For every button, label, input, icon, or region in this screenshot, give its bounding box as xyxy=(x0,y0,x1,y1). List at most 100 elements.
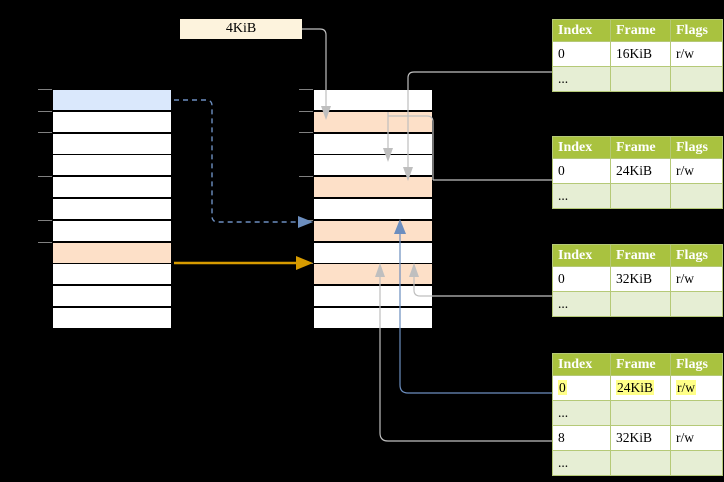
cell-flags: r/w xyxy=(670,375,723,401)
cell-flags: r/w xyxy=(670,41,723,67)
col-header-index: Index xyxy=(552,136,611,159)
left-cell-7[interactable] xyxy=(52,241,172,264)
left-cell-0[interactable] xyxy=(52,89,172,111)
cell-frame: 32KiB xyxy=(610,266,671,292)
left-cell-9[interactable] xyxy=(52,285,172,308)
left-cell-4[interactable] xyxy=(52,176,172,199)
mid-cell-5[interactable] xyxy=(313,198,433,220)
mid-cell-10[interactable] xyxy=(313,307,433,329)
cell-flags xyxy=(670,400,723,426)
table-row[interactable]: 0 16KiB r/w xyxy=(552,41,723,67)
wire-table3-to-frame xyxy=(413,277,552,297)
col-header-index: Index xyxy=(552,353,611,376)
cell-index: ... xyxy=(552,400,611,426)
table-row[interactable]: 0 32KiB r/w xyxy=(552,266,723,292)
left-tick-1 xyxy=(38,111,52,112)
table-row[interactable]: ... xyxy=(552,400,723,426)
cell-index: 8 xyxy=(552,425,611,451)
left-tick-2 xyxy=(38,132,52,133)
left-tick-3 xyxy=(38,176,52,177)
table-row[interactable]: ... xyxy=(552,183,723,209)
table-header-row: Index Frame Flags xyxy=(552,19,723,42)
mid-cell-4[interactable] xyxy=(313,176,433,199)
mid-tick-0 xyxy=(299,89,313,90)
col-header-flags: Flags xyxy=(670,19,723,42)
table-header-row: Index Frame Flags xyxy=(552,136,723,159)
mid-cell-7[interactable] xyxy=(313,241,433,264)
cell-flags xyxy=(670,183,723,209)
mid-tick-5 xyxy=(299,263,313,264)
cell-flags-highlight: r/w xyxy=(676,380,696,395)
cell-flags xyxy=(670,450,723,476)
virtual-address-space-column xyxy=(52,89,172,329)
page-table-level-2[interactable]: Index Frame Flags 0 24KiB r/w ... xyxy=(552,136,723,209)
cell-index: 0 xyxy=(552,375,611,401)
wire-virtual-to-physical-arrowhead xyxy=(298,216,313,228)
col-header-flags: Flags xyxy=(670,136,723,159)
left-cell-1[interactable] xyxy=(52,110,172,133)
cell-frame: 24KiB xyxy=(610,158,671,184)
col-header-frame: Frame xyxy=(610,353,671,376)
left-cell-10[interactable] xyxy=(52,307,172,329)
cell-index: ... xyxy=(552,66,611,92)
page-table-level-3[interactable]: Index Frame Flags 0 32KiB r/w ... xyxy=(552,244,723,317)
cell-index: 0 xyxy=(552,158,611,184)
cell-frame xyxy=(610,400,671,426)
left-cell-8[interactable] xyxy=(52,263,172,286)
cell-frame: 24KiB xyxy=(610,375,671,401)
cell-frame xyxy=(610,183,671,209)
col-header-frame: Frame xyxy=(610,244,671,267)
mid-tick-1 xyxy=(299,111,313,112)
col-header-frame: Frame xyxy=(610,136,671,159)
left-tick-4 xyxy=(38,220,52,221)
table-row[interactable]: 0 24KiB r/w xyxy=(552,375,723,401)
cell-flags: r/w xyxy=(670,425,723,451)
mid-cell-9[interactable] xyxy=(313,285,433,308)
cell-index: 0 xyxy=(552,41,611,67)
cell-index: ... xyxy=(552,450,611,476)
table-row[interactable]: 8 32KiB r/w xyxy=(552,425,723,451)
cell-flags: r/w xyxy=(670,158,723,184)
mid-cell-0[interactable] xyxy=(313,89,433,111)
left-cell-5[interactable] xyxy=(52,198,172,220)
left-tick-5 xyxy=(38,242,52,243)
left-cell-3[interactable] xyxy=(52,154,172,177)
left-cell-6[interactable] xyxy=(52,219,172,242)
cell-frame xyxy=(610,291,671,317)
col-header-frame: Frame xyxy=(610,19,671,42)
table-row[interactable]: ... xyxy=(552,66,723,92)
cell-flags xyxy=(670,66,723,92)
cell-index: ... xyxy=(552,183,611,209)
cell-frame xyxy=(610,450,671,476)
physical-address-space-column xyxy=(313,89,433,329)
cell-flags: r/w xyxy=(670,266,723,292)
mid-cell-1[interactable] xyxy=(313,110,433,133)
cell-frame: 16KiB xyxy=(610,41,671,67)
col-header-flags: Flags xyxy=(670,244,723,267)
table-row[interactable]: 0 24KiB r/w xyxy=(552,158,723,184)
cell-index: ... xyxy=(552,291,611,317)
table-row[interactable]: ... xyxy=(552,450,723,476)
cell-flags xyxy=(670,291,723,317)
wire-virtual-to-physical xyxy=(174,99,299,223)
col-header-index: Index xyxy=(552,19,611,42)
mid-tick-2 xyxy=(299,132,313,133)
table-row[interactable]: ... xyxy=(552,291,723,317)
mid-cell-8[interactable] xyxy=(313,263,433,286)
page-table-level-1[interactable]: Index Frame Flags 0 16KiB r/w ... xyxy=(552,19,723,92)
left-cell-2[interactable] xyxy=(52,132,172,155)
table-header-row: Index Frame Flags xyxy=(552,244,723,267)
col-header-flags: Flags xyxy=(670,353,723,376)
mid-cell-6[interactable] xyxy=(313,219,433,242)
col-header-index: Index xyxy=(552,244,611,267)
mid-cell-3[interactable] xyxy=(313,154,433,177)
cell-index: 0 xyxy=(552,266,611,292)
mid-cell-2[interactable] xyxy=(313,132,433,155)
table-header-row: Index Frame Flags xyxy=(552,353,723,376)
cell-frame: 32KiB xyxy=(610,425,671,451)
page-table-level-4[interactable]: Index Frame Flags 0 24KiB r/w ... 8 32Ki… xyxy=(552,353,723,476)
left-tick-0 xyxy=(38,89,52,90)
mid-tick-3 xyxy=(299,176,313,177)
cell-index-highlight: 0 xyxy=(558,380,567,395)
